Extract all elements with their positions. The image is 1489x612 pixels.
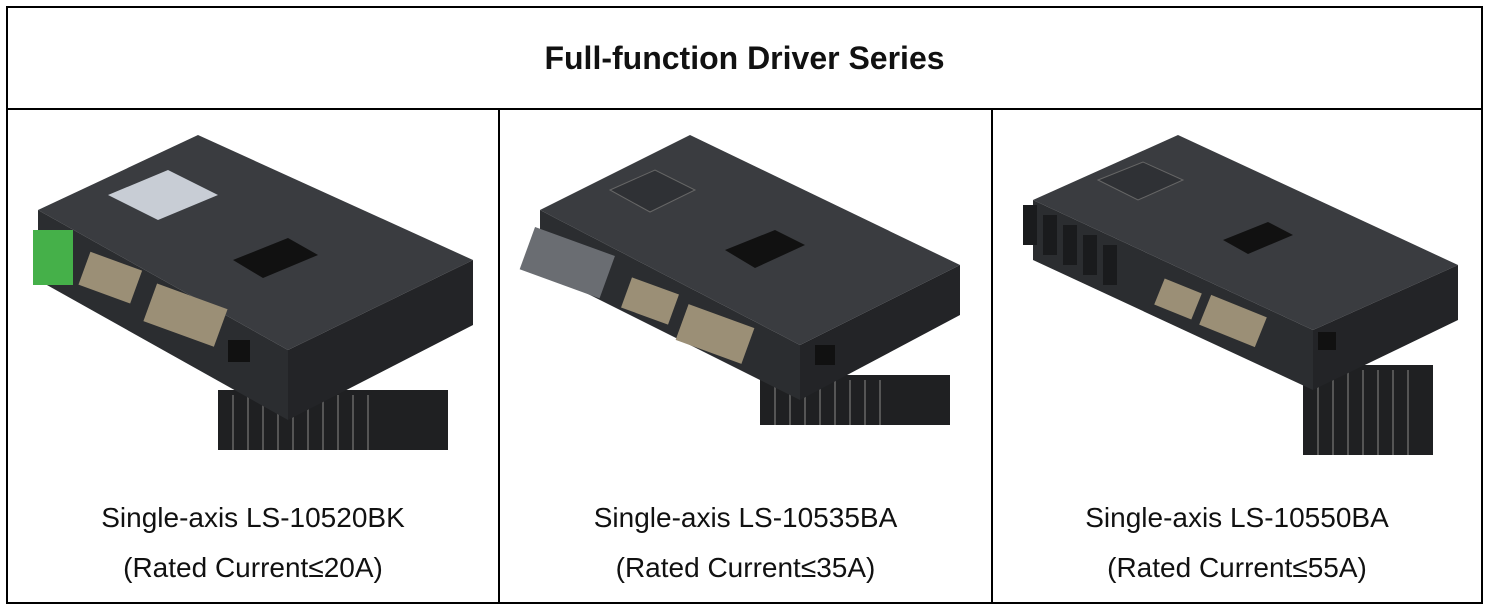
- product-cell-ls-10535ba: Single-axis LS-10535BA (Rated Current≤35…: [500, 110, 993, 604]
- product-table: Full-function Driver Series: [6, 6, 1483, 604]
- product-rating: (Rated Current≤20A): [123, 552, 383, 583]
- table-header: Full-function Driver Series: [8, 8, 1481, 110]
- driver-image-ls-10535ba: [519, 135, 960, 425]
- product-rating: (Rated Current≤35A): [615, 552, 876, 583]
- product-name: Single-axis LS-10520BK: [101, 502, 405, 533]
- page-title: Full-function Driver Series: [544, 39, 945, 76]
- product-rating: (Rated Current≤55A): [1107, 552, 1367, 583]
- product-name: Single-axis LS-10550BA: [1085, 502, 1389, 533]
- product-cell-ls-10550ba: Single-axis LS-10550BA (Rated Current≤55…: [993, 110, 1481, 604]
- product-name: Single-axis LS-10535BA: [593, 502, 898, 533]
- product-cell-ls-10520bk: Single-axis LS-10520BK (Rated Current≤20…: [8, 110, 500, 604]
- driver-image-ls-10520bk: [33, 135, 473, 450]
- product-row: Single-axis LS-10520BK (Rated Current≤20…: [8, 110, 1481, 604]
- driver-image-ls-10550ba: [1023, 135, 1458, 455]
